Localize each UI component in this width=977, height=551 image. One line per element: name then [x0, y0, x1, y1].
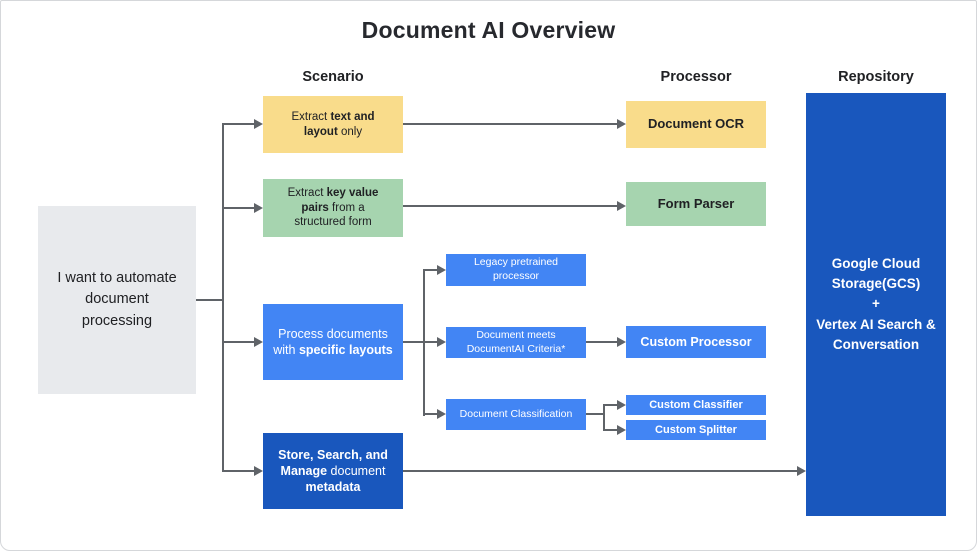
- connector-to-custom-classifier: [603, 404, 617, 406]
- arrowhead-icon: [437, 337, 446, 347]
- arrowhead-icon: [254, 466, 263, 476]
- connector-layouts-stub: [403, 341, 424, 343]
- arrowhead-icon: [617, 425, 626, 435]
- repository-gcs-vertex-ai: Google Cloud Storage(GCS) + Vertex AI Se…: [806, 93, 946, 516]
- column-header-processor: Processor: [660, 69, 732, 85]
- column-header-scenario: Scenario: [302, 69, 364, 85]
- arrowhead-icon: [617, 201, 626, 211]
- scenario-extract-key-value-pairs: Extract key value pairs from a structure…: [263, 179, 403, 237]
- connector-to-extract-kv: [222, 207, 254, 209]
- arrowhead-icon: [797, 466, 806, 476]
- connector-to-doc-meets: [423, 341, 437, 343]
- arrowhead-icon: [437, 265, 446, 275]
- connector-to-extract-text: [222, 123, 254, 125]
- arrowhead-icon: [437, 409, 446, 419]
- node-document-classification: Document Classification: [446, 399, 586, 430]
- processor-form-parser: Form Parser: [626, 182, 766, 226]
- arrowhead-icon: [254, 337, 263, 347]
- arrowhead-icon: [617, 400, 626, 410]
- processor-custom-splitter: Custom Splitter: [626, 420, 766, 440]
- connector-classification-trunk: [603, 404, 605, 431]
- processor-document-ocr: Document OCR: [626, 101, 766, 148]
- arrowhead-icon: [617, 119, 626, 129]
- node-document-meets-criteria: Document meets DocumentAI Criteria*: [446, 327, 586, 358]
- column-header-repository: Repository: [838, 69, 914, 85]
- connector-to-doc-classification: [423, 413, 437, 415]
- connector-kv-to-form-parser: [403, 205, 617, 207]
- arrowhead-icon: [254, 203, 263, 213]
- scenario-process-specific-layouts: Process documents with specific layouts: [263, 304, 403, 380]
- connector-to-legacy: [423, 269, 437, 271]
- scenario-extract-text-layout: Extract text and layout only: [263, 96, 403, 153]
- scenario-store-search-manage: Store, Search, and Manage document metad…: [263, 433, 403, 509]
- connector-store-to-repository: [403, 470, 797, 472]
- arrowhead-icon: [254, 119, 263, 129]
- processor-custom-classifier: Custom Classifier: [626, 395, 766, 415]
- root-node-automate-document-processing: I want to automate document processing: [38, 206, 196, 394]
- connector-classification-stub: [586, 413, 604, 415]
- connector-meets-to-custom-processor: [586, 341, 617, 343]
- connector-root-stub: [196, 299, 223, 301]
- connector-extract-to-ocr: [403, 123, 617, 125]
- connector-to-specific-layouts: [222, 341, 254, 343]
- arrowhead-icon: [617, 337, 626, 347]
- page-title: Document AI Overview: [361, 17, 616, 43]
- node-legacy-pretrained-processor: Legacy pretrained processor: [446, 254, 586, 286]
- connector-to-store-search: [222, 470, 254, 472]
- connector-root-trunk: [222, 123, 224, 472]
- processor-custom-processor: Custom Processor: [626, 326, 766, 358]
- connector-to-custom-splitter: [603, 429, 617, 431]
